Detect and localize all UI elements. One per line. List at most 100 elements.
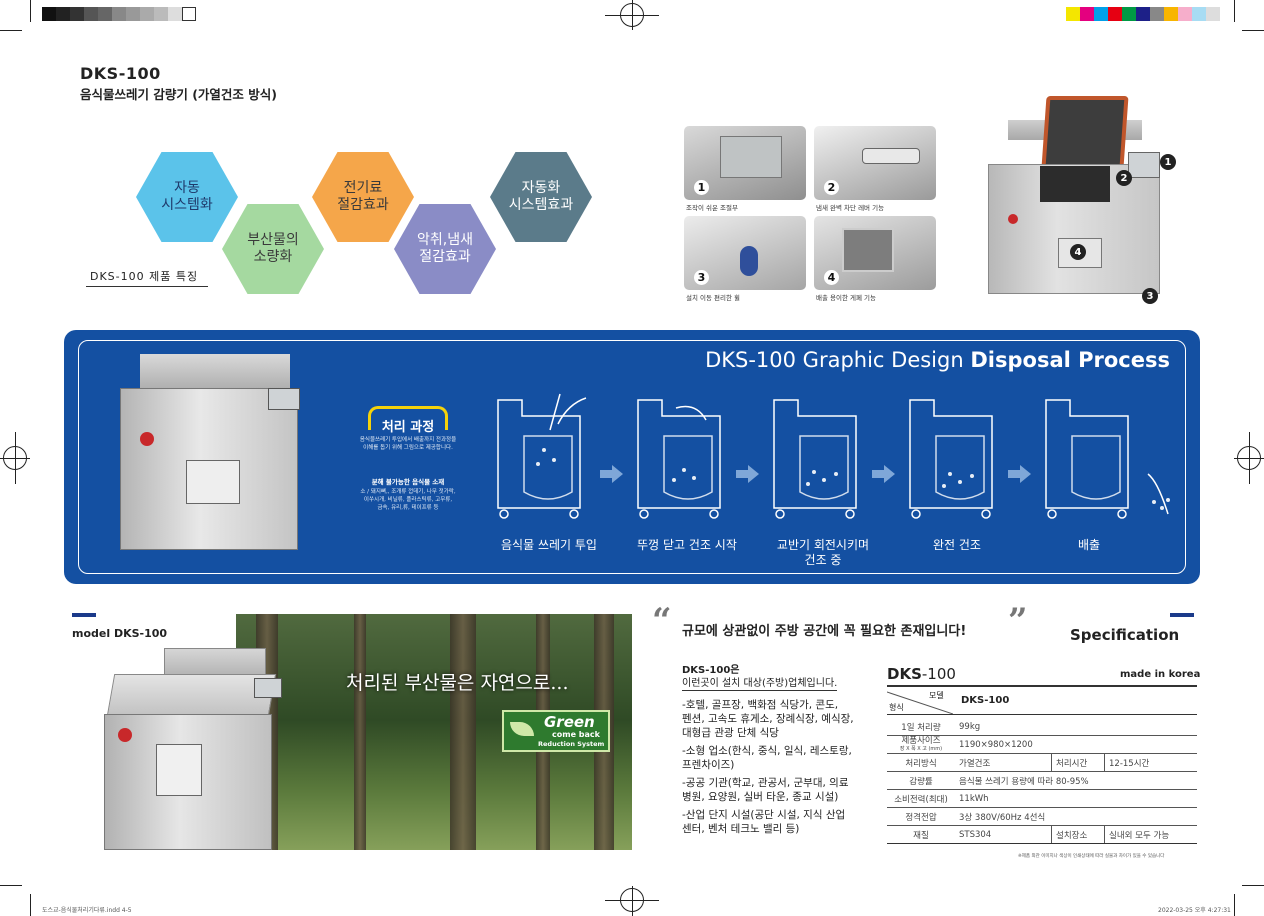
spec-value: STS304 <box>955 825 1052 844</box>
marker-4: 4 <box>1070 244 1086 260</box>
step-1-machine <box>497 393 587 519</box>
spec-table: 1일 처리량 99kg 제품사이즈 장 X 폭 X 고 (mm) 1190×98… <box>887 718 1197 844</box>
process-heading-light: DKS-100 Graphic Design <box>705 348 964 372</box>
machine-emblem <box>1008 214 1018 224</box>
unsuitable-title: 분해 불가능한 음식물 소재 <box>371 478 445 486</box>
marker-2: 2 <box>1116 170 1132 186</box>
quote-text: 규모에 상관없이 주방 공간에 꼭 필요한 존재입니다! <box>682 624 967 639</box>
spec-label: 1일 처리량 <box>887 718 955 736</box>
spec-footnote: ※제품 외관 이미지나 색상이 인쇄상태에 따라 실물과 차이가 있을 수 있습… <box>1018 854 1165 859</box>
diagonal-line <box>887 691 953 714</box>
marker-3: 3 <box>1142 288 1158 304</box>
spec-label: 정격전압 <box>887 807 955 826</box>
machine-image-top: 1 2 3 4 <box>988 96 1176 304</box>
photo-discharge: 4 <box>814 216 936 290</box>
machine-control-box <box>268 388 300 410</box>
photo-number: 2 <box>824 180 839 195</box>
green-badge: Green come back Reduction System <box>502 710 610 752</box>
process-steps-illustration <box>497 393 1170 519</box>
process-machine-image <box>120 354 302 566</box>
tree-trunk <box>354 614 366 850</box>
step-4-machine <box>909 399 993 519</box>
photo-caption: 냄새 완벽 차단 레버 기능 <box>816 204 885 212</box>
photo-control-panel: 1 <box>684 126 806 200</box>
spec-row: 1일 처리량 99kg <box>887 718 1197 736</box>
features-label: DKS-100 제품 특징 <box>86 268 208 287</box>
step-arrow <box>736 465 759 483</box>
diag-top: 모델 <box>929 691 944 700</box>
marker-1: 1 <box>1160 154 1176 170</box>
photo-caption: 조작이 쉬운 조절부 <box>686 204 738 212</box>
target-item: -소형 업소(한식, 중식, 일식, 레스토랑, 프렌차이즈) <box>682 745 852 771</box>
process-intro: 음식물쓰레기 투입에서 배출까지 전과정을 이해를 돕기 위해 그림으로 제공합… <box>359 437 457 451</box>
spec-model-bold: DKS <box>887 665 922 683</box>
step-label: 뚜껑 닫고 건조 시작 <box>637 538 737 552</box>
step-arrow <box>1008 465 1031 483</box>
spec-row: 처리방식 가열건조 처리시간 12-15시간 <box>887 753 1197 772</box>
spec-value: 음식물 쓰레기 용량에 따라 80-95% <box>955 771 1197 790</box>
spec-label: 감량률 <box>887 771 955 790</box>
footer-date: 2022-03-25 오후 4:27:31 <box>1158 907 1231 914</box>
machine-lid <box>140 354 290 388</box>
machine-discharge-door <box>1058 238 1102 268</box>
spec-value: 실내외 모두 가능 <box>1104 825 1197 844</box>
machine-discharge-door <box>156 744 202 796</box>
page-title: DKS-100 <box>80 64 161 83</box>
slogan: 처리된 부산물은 자연으로... <box>346 672 569 694</box>
targets-list: -호텔, 골프장, 백화점 식당가, 콘도, 펜션, 고속도 휴게소, 장례식장… <box>682 698 882 836</box>
spec-label: 제품사이즈 장 X 폭 X 고 (mm) <box>887 735 955 754</box>
spec-label: 처리시간 <box>1051 753 1105 772</box>
spec-row: 감량률 음식물 쓰레기 용량에 따라 80-95% <box>887 771 1197 790</box>
spec-label-main: 제품사이즈 <box>901 735 941 746</box>
spec-row: 정격전압 3상 380V/60Hz 4선식 <box>887 807 1197 826</box>
target-item: -공공 기관(학교, 관공서, 군부대, 의료 병원, 요양원, 실버 타운, … <box>682 777 849 803</box>
step-3-machine <box>773 399 857 519</box>
photo-wheel: 3 <box>684 216 806 290</box>
spec-value: 3상 380V/60Hz 4선식 <box>955 807 1197 826</box>
photo-caption: 배출 용이한 게페 기능 <box>816 294 877 302</box>
feature-hex: 악취,냄새 절감효과 <box>394 204 496 294</box>
target-item: -산업 단지 시설(공단 시설, 지식 산업 센터, 벤처 테크노 밸리 등) <box>682 809 846 835</box>
photo-number: 3 <box>694 270 709 285</box>
step-5-machine <box>1045 399 1169 519</box>
machine-hopper <box>1040 166 1110 202</box>
model-machine-image <box>104 648 282 862</box>
badge-frame <box>368 406 448 430</box>
made-in: made in korea <box>1120 669 1201 680</box>
spec-row: 소비전력(최대) 11kWh <box>887 789 1197 808</box>
spec-model: DKS-100 <box>887 665 956 683</box>
spec-label: 소비전력(최대) <box>887 789 955 808</box>
diag-bottom: 형식 <box>889 703 904 712</box>
step-arrow <box>872 465 895 483</box>
process-panel: DKS-100 Graphic Design Disposal Process … <box>64 330 1200 584</box>
spec-accent-bar <box>1170 613 1194 617</box>
feature-hex: 자동화 시스템효과 <box>490 152 592 242</box>
tree-trunk <box>450 614 476 850</box>
machine-control-box <box>1128 152 1160 178</box>
spec-title: Specification <box>1070 626 1180 644</box>
spec-label: 처리방식 <box>887 753 955 772</box>
photo-number: 4 <box>824 270 839 285</box>
process-panel-border <box>78 340 1186 574</box>
target-item: -호텔, 골프장, 백화점 식당가, 콘도, 펜션, 고속도 휴게소, 장례식장… <box>682 699 854 739</box>
machine-back-lid <box>164 648 266 676</box>
feature-hex: 부산물의 소량화 <box>222 204 324 294</box>
spec-value: 1190×980×1200 <box>955 735 1197 754</box>
page-subtitle: 음식물쓰레기 감량기 (가열건조 방식) <box>80 87 277 102</box>
step-label: 교반기 회전시키며 건조 중 <box>776 538 870 567</box>
spec-model-rest: -100 <box>921 665 956 683</box>
spec-label-sub: 장 X 폭 X 고 (mm) <box>899 745 943 752</box>
model-label: model DKS-100 <box>72 627 168 640</box>
feature-hex: 자동 시스템화 <box>136 152 238 242</box>
spec-model-value: DKS-100 <box>961 695 1010 706</box>
photo-number: 1 <box>694 180 709 195</box>
machine-emblem <box>140 432 154 446</box>
step-label: 완전 건조 <box>933 538 981 552</box>
green-badge-small: Reduction System <box>538 740 605 748</box>
leaf-icon <box>510 722 534 736</box>
machine-control-box <box>254 678 282 698</box>
lever-graphic <box>862 148 920 164</box>
step-label: 음식물 쓰레기 투입 <box>501 538 597 552</box>
process-heading: DKS-100 Graphic Design Disposal Process <box>705 348 1170 372</box>
control-panel-graphic <box>720 136 782 178</box>
